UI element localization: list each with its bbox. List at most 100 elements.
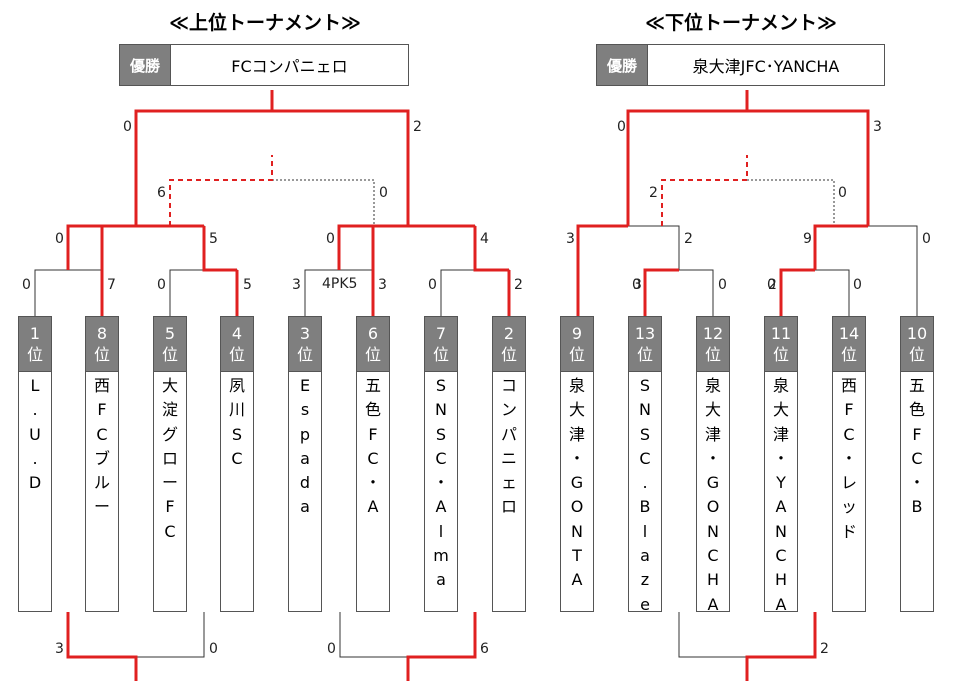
team-name-char: F <box>368 424 378 444</box>
team-name-char: G <box>570 473 584 493</box>
lower-red-bottom <box>745 612 817 681</box>
team-name-char: ・ <box>772 448 789 468</box>
lower-tournament-title: ≪下位トーナメント≫ <box>645 12 837 34</box>
upper-red-final-right <box>272 109 410 226</box>
lower-red-r1-13 <box>643 268 679 316</box>
team-name-char: . <box>32 448 38 468</box>
team-name-char: C <box>775 546 787 566</box>
lower-winner-name: 泉大津JFC･YANCHA <box>692 57 840 76</box>
team-name-char: . <box>32 400 38 420</box>
team-name-char: S <box>639 376 651 395</box>
lower-scores: 3 0 2 0 0 3 2 9 0 2 0 0 3 0 2 <box>566 119 931 657</box>
team-name-char: ・ <box>432 473 449 493</box>
score: 0 <box>327 641 336 657</box>
score: 3 <box>378 277 387 293</box>
team-name-char: a <box>640 546 650 566</box>
team-name-char: グ <box>161 424 178 444</box>
team-name-char: N <box>435 400 447 420</box>
upper-winner-label: 優勝 <box>120 45 171 85</box>
score: 3 <box>873 119 882 135</box>
team-name-char: C <box>911 448 923 468</box>
upper-bottom-b <box>339 612 476 658</box>
team-rank-number: 9 <box>571 324 583 343</box>
upper-scores: 0 7 0 5 3 3 0 2 0 5 0 4 6 0 0 2 3 0 0 6 … <box>22 119 523 657</box>
score: 4 <box>480 231 489 247</box>
team-rank-number: 11 <box>770 324 792 343</box>
team-name-char: 大 <box>704 400 721 420</box>
team-name-char: ・ <box>568 448 585 468</box>
team-name-char: s <box>300 400 310 420</box>
team-name-char: . <box>642 473 648 493</box>
team-name-char: C <box>96 424 108 444</box>
team-name-char: ー <box>161 473 178 493</box>
team-name-char: ロ <box>500 497 517 517</box>
team-name-char: m <box>433 546 449 566</box>
team-name-char: ー <box>93 497 110 517</box>
team-rank-unit: 位 <box>161 345 178 364</box>
team-name-char: S <box>639 424 651 444</box>
team-name-char: A <box>775 594 787 614</box>
team-name-char: C <box>164 521 176 541</box>
team-name-char: 泉 <box>772 376 789 395</box>
upper-red-semi-a <box>66 224 102 270</box>
team-rank-unit: 位 <box>704 345 721 364</box>
team-rank-number: 13 <box>634 324 656 343</box>
score: 2 <box>820 641 829 657</box>
team-rank-number: 1 <box>29 324 41 343</box>
upper-semi-b <box>338 225 476 270</box>
team-name-char: F <box>165 497 175 517</box>
team-name-char: A <box>571 570 583 590</box>
score: 0 <box>922 231 931 247</box>
upper-r1-bracket-b <box>169 269 238 316</box>
team-name-char: O <box>570 497 584 517</box>
team-name-char: 色 <box>908 400 925 420</box>
team-rank-unit: 位 <box>908 345 925 364</box>
score: 9 <box>803 231 812 247</box>
team-name-char: 五 <box>908 376 925 395</box>
team-name-char: A <box>367 497 379 517</box>
lower-red-r2-a <box>576 224 628 316</box>
team-rank-unit: 位 <box>228 345 245 364</box>
team-name-char: N <box>707 521 719 541</box>
team-name-char: F <box>844 400 854 420</box>
upper-r1-bracket-d <box>440 269 510 316</box>
team-rank-unit: 位 <box>93 345 110 364</box>
team-name-char: a <box>300 448 310 468</box>
score: 0 <box>617 119 626 135</box>
team-name-char: U <box>29 424 41 444</box>
team-name-char: 泉 <box>704 376 721 395</box>
score: 2 <box>514 277 523 293</box>
lower-red-r1-11 <box>779 268 815 316</box>
team-name-char: ブ <box>93 448 110 468</box>
upper-semi-a <box>67 225 205 270</box>
team-name-char: H <box>706 570 720 590</box>
team-name-char: C <box>707 546 719 566</box>
team-rank-number: 3 <box>299 324 311 343</box>
team-name: L.U.D <box>19 372 51 495</box>
team-rank-unit: 位 <box>636 345 653 364</box>
score: 0 <box>767 277 776 293</box>
team-name-char: N <box>639 400 651 420</box>
team-name-char: ル <box>93 473 110 493</box>
team-name-char: 大 <box>161 376 178 395</box>
upper-third-left-dashed <box>169 155 273 226</box>
